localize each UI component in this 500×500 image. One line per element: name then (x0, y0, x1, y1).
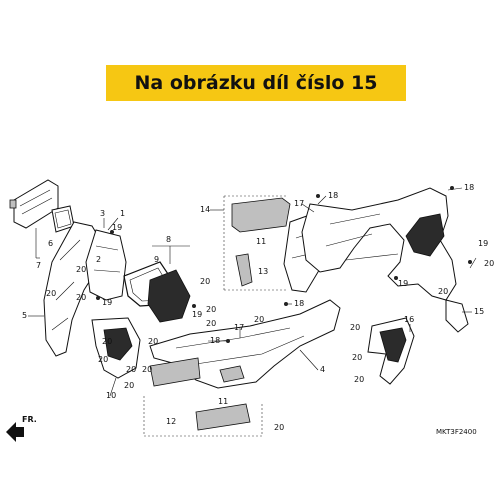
part-6-bracket[interactable] (9, 179, 59, 229)
callout: 13 (258, 267, 268, 276)
callout: 18 (210, 336, 220, 345)
part-1-inner-panel[interactable] (85, 229, 127, 301)
callout: 11 (256, 237, 266, 246)
callout: 20 (206, 305, 216, 314)
callout: 20 (274, 423, 284, 432)
callout: 20 (142, 365, 152, 374)
callout: 11 (218, 397, 228, 406)
callout: 20 (148, 337, 158, 346)
part-11-lower-strip[interactable] (195, 403, 251, 431)
callout: 1 (120, 209, 125, 218)
callout: 14 (200, 205, 210, 214)
leader-lines (28, 187, 477, 397)
part-9-frame[interactable] (123, 261, 191, 323)
callout: 20 (76, 265, 86, 274)
callout: 20 (352, 353, 362, 362)
callout: 19 (478, 239, 488, 248)
callout: 15 (474, 307, 484, 316)
callout: 18 (464, 183, 474, 192)
callout: 20 (102, 337, 112, 346)
callout: 16 (404, 315, 414, 324)
part-10-lower-cover[interactable] (91, 317, 141, 379)
callout: 18 (328, 191, 338, 200)
part-12-strip[interactable] (149, 357, 201, 387)
callout: 5 (22, 311, 27, 320)
callout: 17 (294, 199, 304, 208)
front-direction-arrow-icon (6, 422, 24, 442)
callout: 8 (166, 235, 171, 244)
callout: 20 (124, 381, 134, 390)
callout-labels: 1 2 3 4 5 6 7 8 9 10 11 11 12 13 14 15 1… (22, 183, 494, 432)
callout: 20 (206, 319, 216, 328)
banner-text: Na obrázku díl číslo 15 (134, 72, 378, 94)
callout: 20 (484, 259, 494, 268)
callout: 20 (126, 365, 136, 374)
callout: 20 (46, 289, 56, 298)
callout: 19 (192, 310, 202, 319)
direction-label: FR. (22, 415, 37, 424)
callout: 7 (36, 261, 41, 270)
part-13-small-strip[interactable] (235, 253, 253, 287)
part-15-fairing[interactable] (301, 187, 469, 333)
part-number-banner: Na obrázku díl číslo 15 (106, 65, 406, 101)
part-16-bracket[interactable] (367, 317, 415, 385)
callout: 9 (154, 255, 159, 264)
bolt-icons (96, 186, 472, 343)
diagram-code: MKT3F2400 (436, 428, 477, 436)
callout: 19 (102, 298, 112, 307)
part-11-upper-panel[interactable] (231, 197, 291, 233)
callout: 4 (320, 365, 325, 374)
callout: 20 (354, 375, 364, 384)
callout: 19 (398, 279, 408, 288)
callout: 3 (100, 209, 105, 218)
callout: 19 (112, 223, 122, 232)
callout: 6 (48, 239, 53, 248)
callout: 12 (166, 417, 176, 426)
callout: 20 (200, 277, 210, 286)
callout: 20 (254, 315, 264, 324)
callout: 18 (294, 299, 304, 308)
callout: 2 (96, 255, 101, 264)
callout: 20 (438, 287, 448, 296)
callout: 17 (234, 323, 244, 332)
callout: 20 (76, 293, 86, 302)
callout: 20 (98, 355, 108, 364)
callout: 10 (106, 391, 116, 400)
callout: 20 (350, 323, 360, 332)
